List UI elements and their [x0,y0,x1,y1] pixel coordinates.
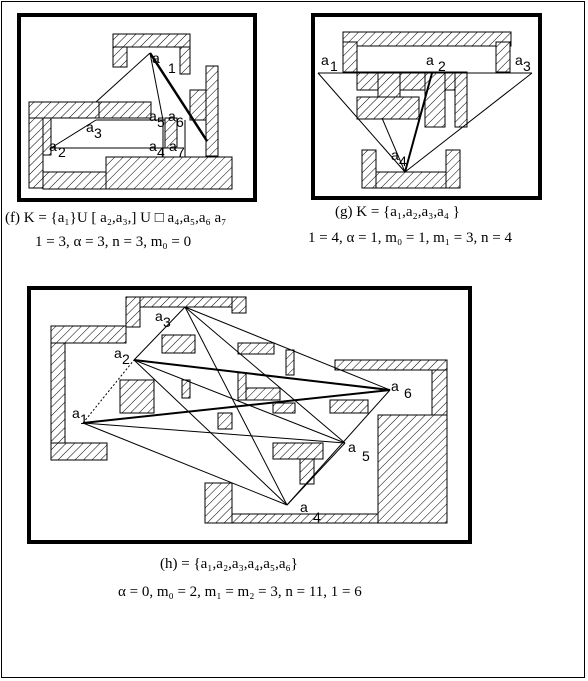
label-a5-f-sub: 5 [157,114,165,130]
params-g: 1 = 4, α = 1, m₀ = 1, m₁ = 3, n = 4 [308,230,512,246]
panel-g: a 1 a 2 a 3 a 4 [311,13,542,200]
label-a1-g: a [321,52,329,68]
panel-f-bold-edge [148,52,209,142]
caption-f: (f) K = {a₁}U [ a₂,a₃,] U □ a₄,a₅,a₆ a₇ [5,210,227,226]
label-a1-g-sub: 1 [330,58,338,74]
label-a3-g: a [515,52,523,68]
caption-g: (g) K = {a₁,a₂,a₃,a₄ } [335,204,460,220]
label-a2-f: a [49,138,57,154]
label-a4-g: a [391,147,399,163]
panel-g-labels: a 1 a 2 a 3 a 4 [321,52,531,169]
label-a1-f: a [152,50,160,66]
params-h: α = 0, m₀ = 2, m₁ = m₂ = 3, n = 11, 1 = … [118,584,362,600]
label-a6-f-sub: 6 [176,114,184,130]
label-a2-h: a [114,345,122,361]
label-a7-f: a [169,138,177,154]
label-a1-f-sub: 1 [168,60,176,76]
label-a4-h-sub: 4 [313,509,321,525]
label-a2-g-sub: 2 [438,58,446,74]
label-a2-f-sub: 2 [58,144,66,160]
label-a5-h: a [348,439,356,455]
label-a4-f: a [149,138,157,154]
panel-f-obstacles [28,33,233,190]
panel-g-bold-edge [404,72,433,173]
label-a3-g-sub: 3 [523,58,531,74]
label-a6-f: a [168,108,176,124]
label-a3-h-sub: 3 [163,314,171,330]
label-a3-f-sub: 3 [94,125,102,141]
caption-h: (h) = {a₁,a₂,a₃,a₄,a₅,a₆} [160,556,298,572]
label-a6-h: a [391,378,399,394]
panel-f-labels: a 1 a 2 a 3 a 4 a 5 a 6 a 7 [49,50,185,160]
panel-h-bold-edges [82,359,391,424]
label-a4-f-sub: 4 [157,144,165,160]
label-a3-f: a [86,119,94,135]
panel-h-obstacles [50,296,448,524]
label-a2-h-sub: 2 [122,351,130,367]
label-a4-g-sub: 4 [399,153,407,169]
panel-h-border [27,286,472,544]
panel-g-border [311,13,542,200]
label-a4-h: a [300,499,308,515]
panel-f: a 1 a 2 a 3 a 4 a 5 a 6 a 7 [17,13,257,202]
panel-f-border [17,13,257,202]
label-a1-h: a [72,405,80,421]
label-a2-g: a [426,52,434,68]
params-f: 1 = 3, α = 3, n = 3, m₀ = 0 [35,234,192,250]
panel-h: a 1 a 2 a 3 a 4 a 5 a 6 [27,286,472,544]
label-a5-f: a [149,108,157,124]
label-a6-h-sub: 6 [404,385,412,401]
label-a7-f-sub: 7 [177,144,185,160]
panel-h-labels: a 1 a 2 a 3 a 4 a 5 a 6 [72,308,412,525]
label-a1-h-sub: 1 [80,411,88,427]
panel-g-obstacles [342,31,512,189]
label-a3-h: a [155,308,163,324]
label-a5-h-sub: 5 [362,448,370,464]
